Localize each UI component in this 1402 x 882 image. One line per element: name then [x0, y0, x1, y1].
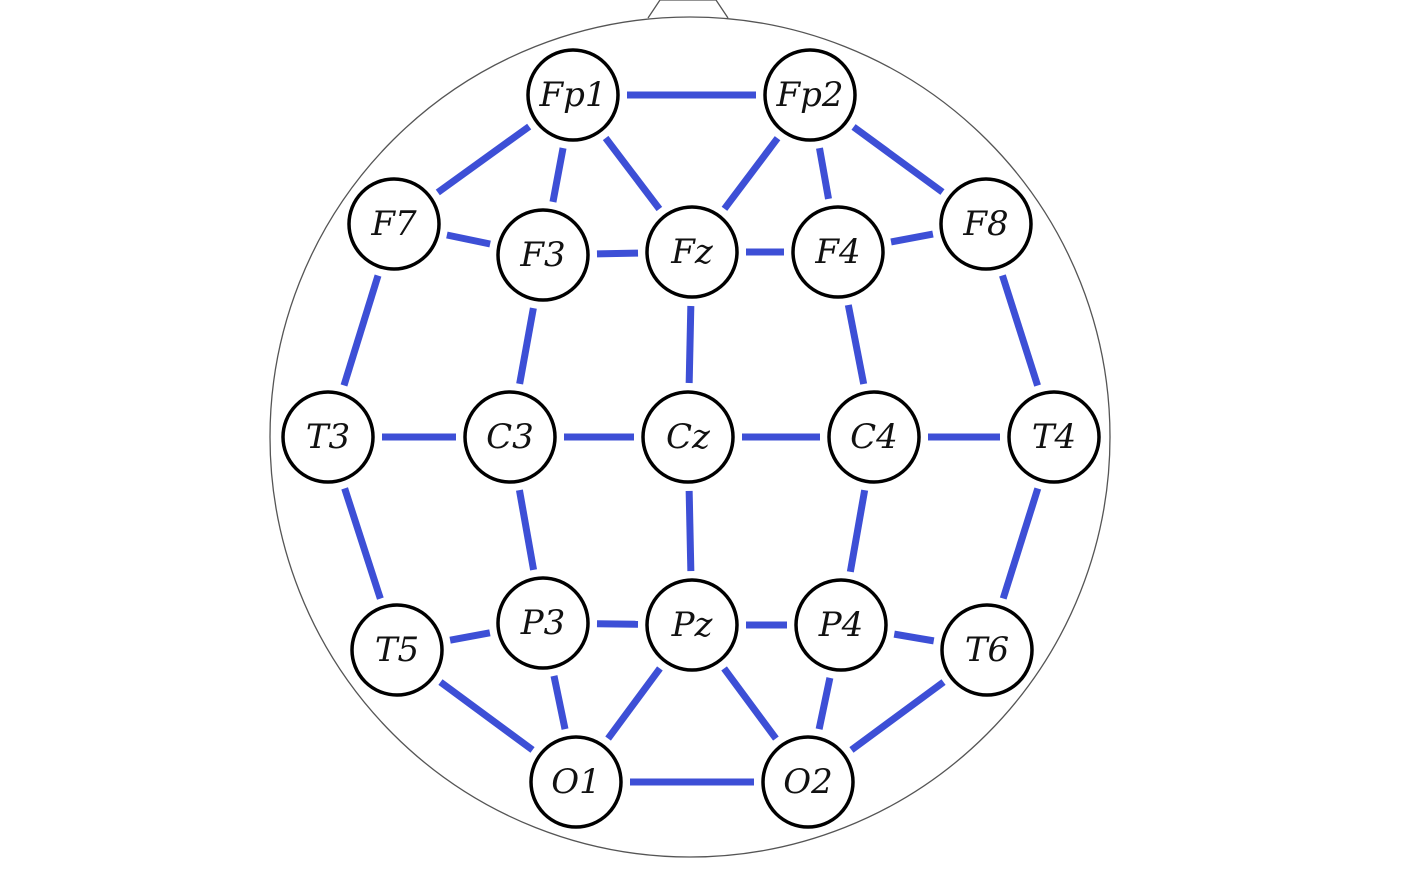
electrode-fz: Fz [645, 205, 739, 299]
electrode-circle [645, 578, 739, 672]
electrode-label: P3 [520, 603, 566, 643]
electrode-p4: P4 [794, 578, 888, 672]
electrode-circle [791, 205, 885, 299]
electrode-circle [496, 208, 590, 302]
edge-f7-t3 [340, 274, 382, 387]
electrode-cz: Cz [641, 390, 735, 484]
electrode-circle [794, 578, 888, 672]
electrode-label: T6 [965, 630, 1009, 670]
electrode-label: F3 [519, 235, 565, 275]
electrode-circle [463, 390, 557, 484]
electrode-label: T5 [375, 630, 419, 670]
electrode-circle [526, 48, 620, 142]
electrode-c3: C3 [463, 390, 557, 484]
edge-t5-p3 [449, 629, 491, 644]
edge-f4-c4 [844, 304, 868, 385]
edges-layer [340, 91, 1042, 786]
edge-c3-p3 [515, 489, 538, 571]
edge-pz-o1 [605, 666, 663, 741]
electrode-t6: T6 [940, 603, 1034, 697]
edge-f8-t4 [999, 274, 1041, 387]
electrode-fp1: Fp1 [526, 48, 620, 142]
electrode-circle [347, 177, 441, 271]
edge-f4-f8 [890, 230, 934, 246]
electrode-t4: T4 [1007, 390, 1101, 484]
electrode-circle [939, 177, 1033, 271]
electrode-label: P4 [818, 605, 864, 645]
edge-c4-p4 [846, 489, 869, 573]
electrode-circle [281, 390, 375, 484]
electrode-c4: C4 [827, 390, 921, 484]
electrode-circle [529, 735, 623, 829]
electrode-p3: P3 [496, 576, 590, 670]
electrode-o1: O1 [529, 735, 623, 829]
electrode-f8: F8 [939, 177, 1033, 271]
electrode-f7: F7 [347, 177, 441, 271]
edge-f7-f3 [446, 231, 491, 248]
electrode-label: Pz [671, 605, 714, 645]
electrode-f4: F4 [791, 205, 885, 299]
electrode-t5: T5 [350, 603, 444, 697]
edge-t4-t6 [999, 487, 1042, 600]
edge-t6-o2 [849, 679, 946, 753]
electrode-label: O1 [551, 762, 601, 802]
edge-t3-t5 [341, 487, 384, 600]
electrode-f3: F3 [496, 208, 590, 302]
edge-fp1-f7 [435, 123, 532, 196]
edge-cz-pz [685, 490, 695, 572]
head-outline [269, 16, 1111, 858]
electrode-t3: T3 [281, 390, 375, 484]
head-outline-group [269, 0, 1111, 858]
electrode-label: O2 [783, 762, 833, 802]
electrode-circle [1007, 390, 1101, 484]
electrode-label: Cz [666, 417, 711, 457]
electrode-circle [641, 390, 735, 484]
edge-f3-fz [596, 249, 639, 258]
edge-p3-pz [596, 620, 639, 628]
electrode-o2: O2 [761, 735, 855, 829]
electrode-pz: Pz [645, 578, 739, 672]
edge-pz-o2 [721, 666, 779, 741]
edge-fz-cz [685, 305, 695, 384]
edge-p3-o1 [550, 675, 569, 730]
edge-fp2-f4 [816, 147, 832, 200]
electrode-label: Fp2 [776, 75, 844, 115]
electrode-label: Fp1 [539, 75, 607, 115]
edge-t5-o1 [438, 679, 535, 753]
electrode-label: F8 [962, 204, 1008, 244]
electrode-label: F7 [370, 204, 417, 244]
electrode-circle [645, 205, 739, 299]
edge-fp2-fz [721, 136, 781, 211]
edge-p4-t6 [893, 630, 935, 645]
edge-p4-o2 [815, 677, 834, 730]
electrode-circle [496, 576, 590, 670]
electrode-circle [761, 735, 855, 829]
electrode-circle [350, 603, 444, 697]
electrode-circle [940, 603, 1034, 697]
edge-f3-c3 [516, 307, 537, 385]
electrode-label: T3 [306, 417, 350, 457]
electrode-circle [763, 48, 857, 142]
electrode-circle [827, 390, 921, 484]
edge-fp1-fz [602, 135, 663, 212]
edge-fp2-f8 [851, 124, 945, 195]
edge-fp1-f3 [549, 147, 567, 203]
nose-outline [647, 0, 729, 19]
electrode-label: Fz [670, 232, 714, 272]
electrode-label: C3 [486, 417, 534, 457]
electrode-label: C4 [850, 417, 898, 457]
electrode-label: F4 [814, 232, 860, 272]
electrode-label: T4 [1032, 417, 1076, 457]
electrode-fp2: Fp2 [763, 48, 857, 142]
